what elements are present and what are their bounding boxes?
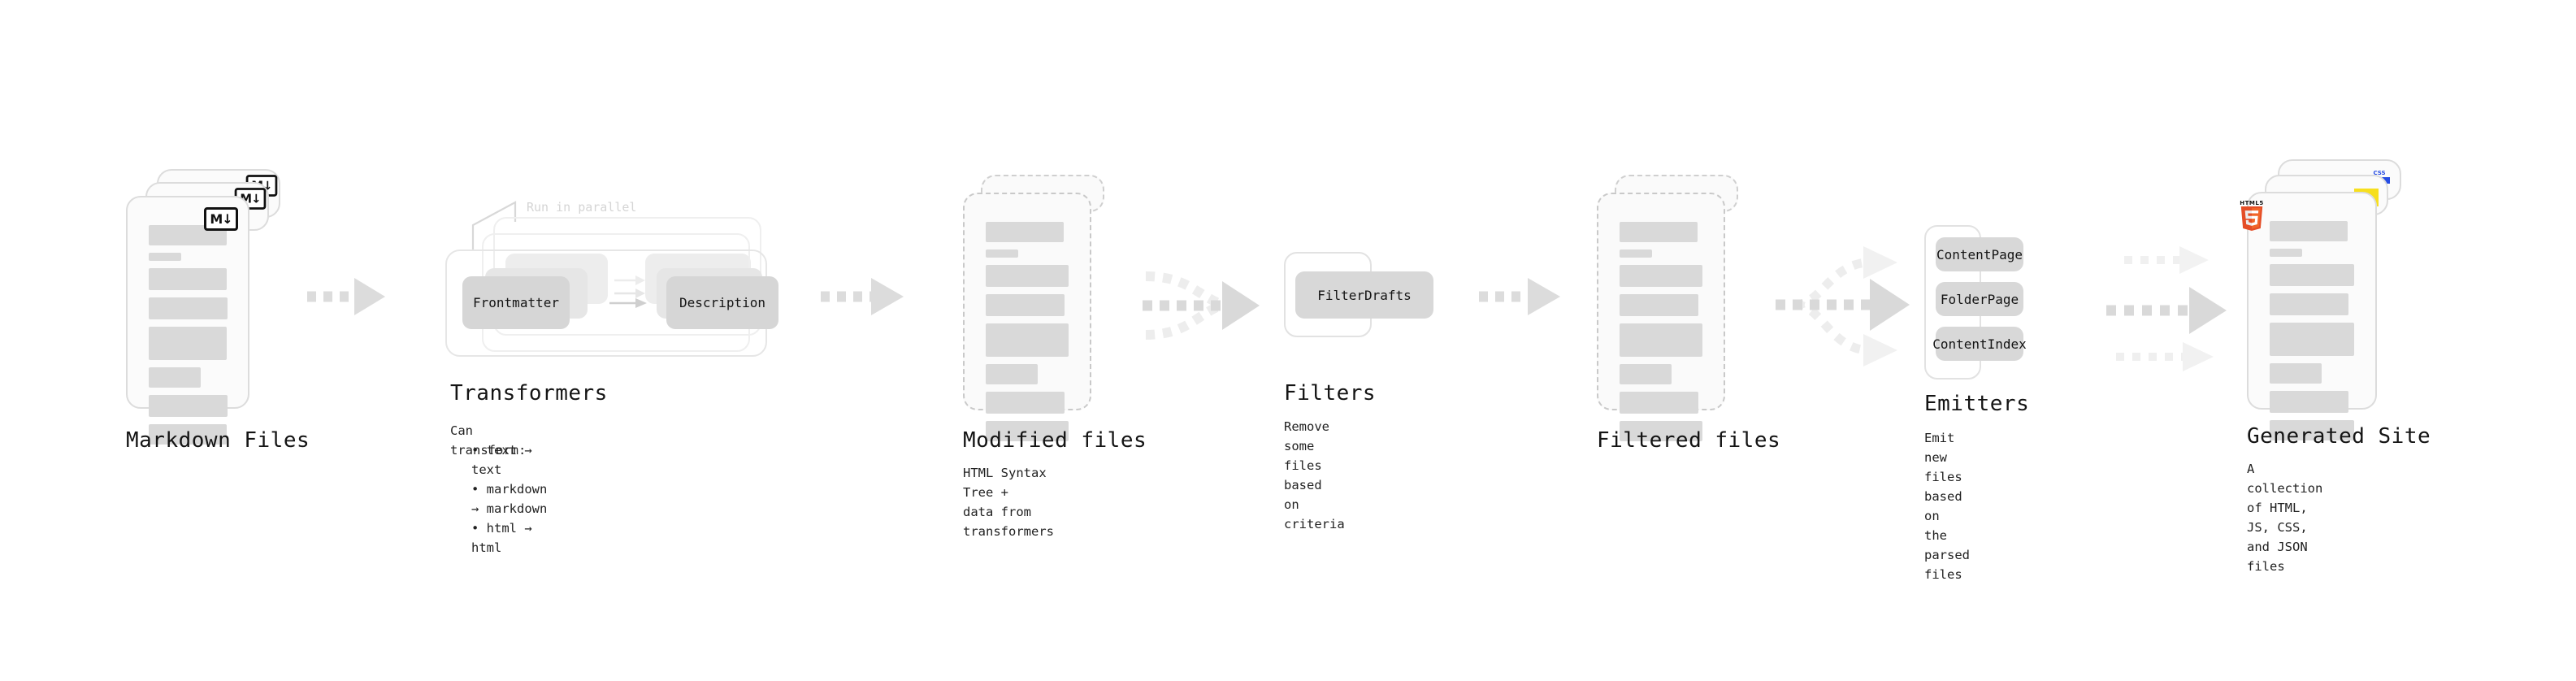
emitter-chip-folderpage[interactable]: FolderPage	[1936, 282, 2023, 316]
html5-icon-label: HTML5	[2240, 200, 2264, 206]
connector-markdown-to-transformers	[307, 278, 385, 315]
site-file-stack: CSS HTML5	[2240, 159, 2434, 440]
stage-title-emitters: Emitters	[1924, 392, 2030, 416]
html5-icon: HTML5	[2239, 200, 2265, 231]
markdown-file-stack: M↓ M↓ M↓	[126, 169, 301, 445]
document-bars	[149, 225, 228, 452]
connector-filtered-to-emitters	[1776, 246, 1910, 367]
markdown-document-front: M↓	[126, 196, 249, 445]
transformer-chip-description[interactable]: Description	[666, 276, 778, 329]
transformer-bullet-1: • markdown → markdown	[471, 482, 548, 517]
document-bars	[2270, 221, 2354, 448]
css-icon-label: CSS	[2373, 170, 2386, 176]
run-in-parallel-bracket	[471, 201, 517, 251]
stage-subtitle-emitters: Emit new files based on the parsed files	[1924, 431, 1970, 583]
document-bars	[1620, 222, 1702, 449]
site-document-front: HTML5	[2240, 192, 2377, 440]
stage-subtitle-filters: Remove some files based on criteria	[1284, 419, 1345, 532]
emitter-chip-contentindex[interactable]: ContentIndex	[1932, 327, 2027, 361]
transformer-chip-frontmatter[interactable]: Frontmatter	[462, 276, 570, 329]
stage-title-filtered-files: Filtered files	[1597, 428, 1781, 453]
modified-file-stack	[963, 175, 1138, 441]
connector-transformers-to-modified	[821, 278, 904, 315]
filters-panel: FilterDrafts	[1284, 252, 1433, 337]
emitters-panel: ContentPage FolderPage ContentIndex	[1924, 225, 2027, 380]
modified-document-front	[963, 193, 1091, 441]
transformer-bullet-2: • html → html	[471, 521, 532, 556]
stage-title-filters: Filters	[1284, 381, 1377, 406]
filtered-document-front	[1597, 193, 1725, 441]
transformer-inner-arrow-front	[609, 298, 647, 308]
document-bars	[986, 222, 1069, 449]
stage-subtitle-generated-site: A collection of HTML, JS, CSS, and JSON …	[2247, 462, 2323, 575]
stage-title-generated-site: Generated Site	[2247, 424, 2431, 449]
stage-subtitle-transformers: Can transform:	[450, 423, 527, 458]
stage-title-modified-files: Modified files	[963, 428, 1147, 453]
stage-title-transformers: Transformers	[450, 381, 608, 406]
html5-shield-shape	[2240, 206, 2263, 231]
transformer-bullet-0: • text → text	[471, 443, 532, 478]
filter-chip-filterdrafts[interactable]: FilterDrafts	[1295, 271, 1433, 319]
transformer-inner-arrow-mid	[614, 288, 645, 298]
markdown-icon: M↓	[204, 207, 238, 231]
emitter-chip-contentpage[interactable]: ContentPage	[1936, 237, 2023, 271]
transformer-bullet-list: • text → text • markdown → markdown • ht…	[460, 440, 547, 557]
connector-modified-to-filters	[1143, 271, 1260, 340]
run-in-parallel-label: Run in parallel	[527, 200, 637, 215]
filtered-file-stack	[1597, 175, 1772, 441]
stage-subtitle-modified-files: HTML Syntax Tree + data from transformer…	[963, 466, 1054, 540]
transformer-inner-arrow-back	[614, 275, 645, 285]
connector-emitters-to-site	[2106, 246, 2227, 371]
connector-filters-to-filtered	[1479, 278, 1560, 315]
stage-title-markdown-files: Markdown Files	[126, 428, 310, 453]
